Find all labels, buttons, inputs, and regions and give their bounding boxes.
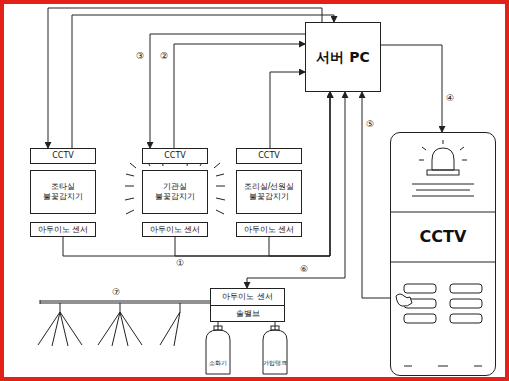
node-text: 조타실 불꽃감지기	[31, 182, 95, 201]
phone-graphics	[390, 140, 496, 366]
connector	[174, 44, 305, 148]
node-text: 아두이노 센서	[244, 225, 294, 234]
phone: CCTV	[390, 132, 496, 376]
node-text: 조리실/선원실 불꽃감지기	[237, 182, 301, 201]
detector-box: 조리실/선원실 불꽃감지기	[236, 170, 302, 214]
detector-box: 조타실 불꽃감지기	[30, 170, 96, 214]
connector	[72, 15, 334, 148]
callout-number: ⑤	[366, 120, 374, 129]
connector	[150, 34, 305, 148]
tanks	[206, 318, 287, 374]
callout-number: ①	[176, 259, 184, 268]
sensor-box: 아두이노 센서	[142, 222, 208, 237]
node-text: 서버 PC	[316, 49, 369, 66]
node-text: CCTV	[420, 227, 467, 246]
server-box: 서버 PC	[305, 22, 381, 92]
connector	[270, 72, 305, 148]
node-text: 아두이노 센서	[38, 225, 88, 234]
cctv-box: CCTV	[30, 148, 96, 164]
callout-number: ⑥	[300, 265, 308, 274]
callout-number: ⑦	[112, 288, 120, 297]
connector	[381, 45, 442, 132]
valve-box: 아두이노 센서솔밸브	[210, 288, 285, 322]
node-text: CCTV	[52, 151, 74, 161]
callout-number: ③	[136, 52, 144, 61]
callout-number: ④	[446, 94, 454, 103]
node-text: 기관실 불꽃감지기	[143, 182, 207, 201]
node-text: CCTV	[258, 151, 280, 161]
alarm-rays	[125, 159, 225, 214]
sprinkler-pipe	[38, 300, 210, 346]
node-text: 솔밸브	[211, 306, 284, 322]
connector	[48, 8, 322, 148]
node-text: 아두이노 센서	[150, 225, 200, 234]
sensor-box: 아두이노 센서	[236, 222, 302, 237]
node-text: 아두이노 센서	[211, 289, 284, 306]
connector	[362, 92, 390, 298]
connector	[63, 92, 330, 256]
sensor-box: 아두이노 센서	[30, 222, 96, 237]
cctv-box: CCTV	[236, 148, 302, 164]
tank-label: 가압탱크	[263, 360, 285, 366]
callout-number: ②	[160, 52, 168, 61]
cctv-box: CCTV	[142, 148, 208, 164]
detector-box: 기관실 불꽃감지기	[142, 170, 208, 214]
tank-label: 소화기	[207, 360, 229, 366]
node-text: CCTV	[164, 151, 186, 161]
